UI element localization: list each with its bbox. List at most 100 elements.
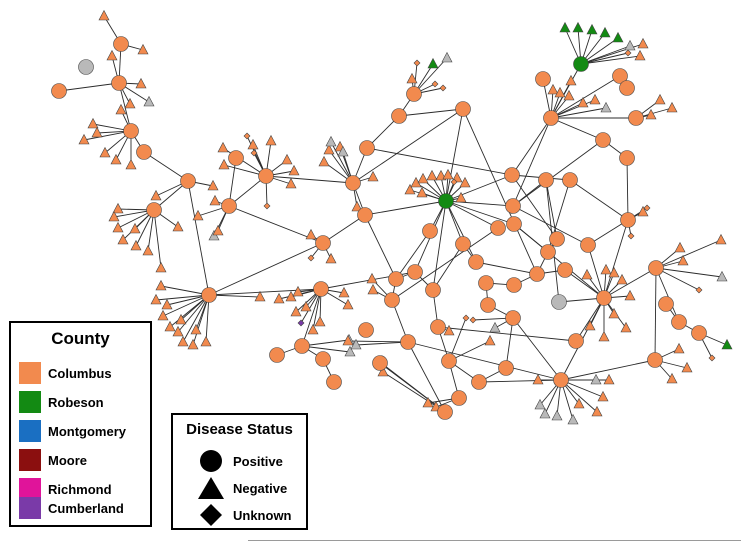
county-legend-item-moore: Moore	[19, 447, 87, 473]
county-label-richmond: Richmond	[48, 481, 112, 497]
negative-node	[567, 413, 579, 425]
status-label-positive: Positive	[233, 453, 283, 469]
negative-node	[624, 39, 636, 51]
negative-node	[573, 397, 585, 409]
network-edge	[222, 147, 267, 177]
positive-node	[573, 56, 589, 72]
network-edge	[83, 130, 132, 141]
network-edge	[208, 242, 324, 296]
status-legend-item-negative: Negative	[197, 476, 287, 500]
negative-node	[290, 305, 302, 317]
positive-node	[451, 390, 467, 406]
network-edge	[580, 52, 629, 65]
negative-node	[125, 158, 137, 170]
negative-node	[577, 96, 589, 108]
positive-node	[553, 372, 569, 388]
negative-node	[212, 224, 224, 236]
negative-node	[377, 365, 389, 377]
positive-node	[468, 254, 484, 270]
network-edge	[143, 151, 189, 182]
negative-node	[91, 126, 103, 138]
negative-node	[217, 141, 229, 153]
bottom-divider	[248, 540, 741, 541]
negative-node	[654, 93, 666, 105]
positive-node	[619, 80, 635, 96]
negative-node	[150, 189, 162, 201]
negative-node	[265, 134, 277, 146]
negative-node	[559, 21, 571, 33]
status-legend-item-unknown: Unknown	[197, 503, 292, 527]
positive-node	[406, 86, 422, 102]
network-edge	[413, 57, 448, 95]
positive-node	[538, 172, 554, 188]
negative-node	[443, 324, 455, 336]
negative-node	[342, 334, 354, 346]
positive-node	[647, 352, 663, 368]
positive-node	[595, 132, 611, 148]
network-edge	[432, 200, 447, 291]
network-edge	[182, 294, 210, 343]
negative-node	[323, 143, 335, 155]
negative-node	[108, 210, 120, 222]
positive-node	[425, 282, 441, 298]
county-legend: County Columbus Robeson Montgomery Moore…	[9, 321, 152, 527]
negative-node	[416, 186, 428, 198]
positive-node	[505, 310, 521, 326]
negative-node	[551, 409, 563, 421]
network-edge	[228, 157, 237, 207]
negative-node	[337, 145, 349, 157]
positive-node	[136, 144, 152, 160]
status-legend-item-positive: Positive	[197, 449, 283, 473]
network-edge	[395, 230, 431, 280]
negative-node	[367, 170, 379, 182]
county-legend-item-montgomery: Montgomery	[19, 418, 126, 444]
negative-node	[99, 146, 111, 158]
positive-node	[505, 198, 521, 214]
positive-node	[294, 338, 310, 354]
network-edge	[560, 379, 598, 413]
negative-node	[366, 272, 378, 284]
negative-node	[218, 158, 230, 170]
unknown-node	[627, 232, 635, 240]
negative-node	[637, 37, 649, 49]
positive-node	[258, 168, 274, 184]
negative-node	[598, 330, 610, 342]
negative-node	[674, 241, 686, 253]
negative-node	[161, 298, 173, 310]
unknown-node	[462, 314, 470, 322]
county-label-robeson: Robeson	[48, 394, 104, 410]
unknown-node	[624, 49, 632, 57]
circle-icon	[200, 450, 222, 472]
negative-node	[441, 51, 453, 63]
negative-node	[112, 221, 124, 233]
network-edge	[301, 339, 350, 347]
negative-node	[673, 342, 685, 354]
positive-node	[562, 172, 578, 188]
positive-node	[146, 202, 162, 218]
positive-node	[455, 236, 471, 252]
unknown-node	[250, 149, 258, 157]
negative-node	[117, 233, 129, 245]
network-edge	[301, 345, 351, 353]
negative-node	[187, 338, 199, 350]
network-edge	[580, 55, 641, 65]
negative-node	[273, 292, 285, 304]
negative-node	[586, 23, 598, 35]
network-edge	[352, 108, 464, 184]
negative-node	[106, 49, 118, 61]
negative-node	[172, 220, 184, 232]
positive-node	[422, 223, 438, 239]
status-label-unknown: Unknown	[233, 507, 292, 523]
positive-node	[357, 207, 373, 223]
positive-node	[384, 292, 400, 308]
diamond-icon	[200, 504, 222, 526]
network-edge	[301, 288, 322, 347]
network-edge	[512, 139, 604, 207]
negative-node	[532, 373, 544, 385]
unknown-node	[469, 316, 477, 324]
negative-node	[344, 345, 356, 357]
negative-node	[325, 135, 337, 147]
county-label-montgomery: Montgomery	[48, 423, 126, 439]
negative-node	[597, 390, 609, 402]
